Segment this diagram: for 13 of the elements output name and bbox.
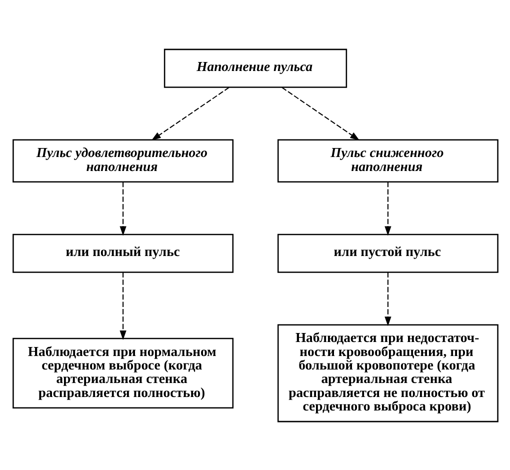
node-box: Наполнение пульса — [163, 48, 347, 88]
node-box: или пустой пульс — [276, 233, 498, 272]
node-box: или полный пульс — [12, 233, 234, 272]
arrow — [281, 86, 360, 140]
arrow — [150, 86, 229, 140]
node-box: Пульс удовлетворительного наполнения — [12, 138, 234, 182]
arrow — [119, 272, 126, 340]
arrow — [384, 272, 391, 326]
arrow — [119, 181, 126, 236]
node-box: Наблюдается при нормальном сердечном выбросе (когда артериальная стенка расправляется полностью) — [12, 337, 234, 408]
node-box: Пульс сниженного наполнения — [276, 138, 498, 182]
arrow — [384, 181, 391, 236]
node-box: Наблюдается при недостаточ- ности кровообращения, при большой кровопотере (когда артериальная стенка расправляется не полностью от сердечного выброса крови) — [276, 324, 498, 422]
